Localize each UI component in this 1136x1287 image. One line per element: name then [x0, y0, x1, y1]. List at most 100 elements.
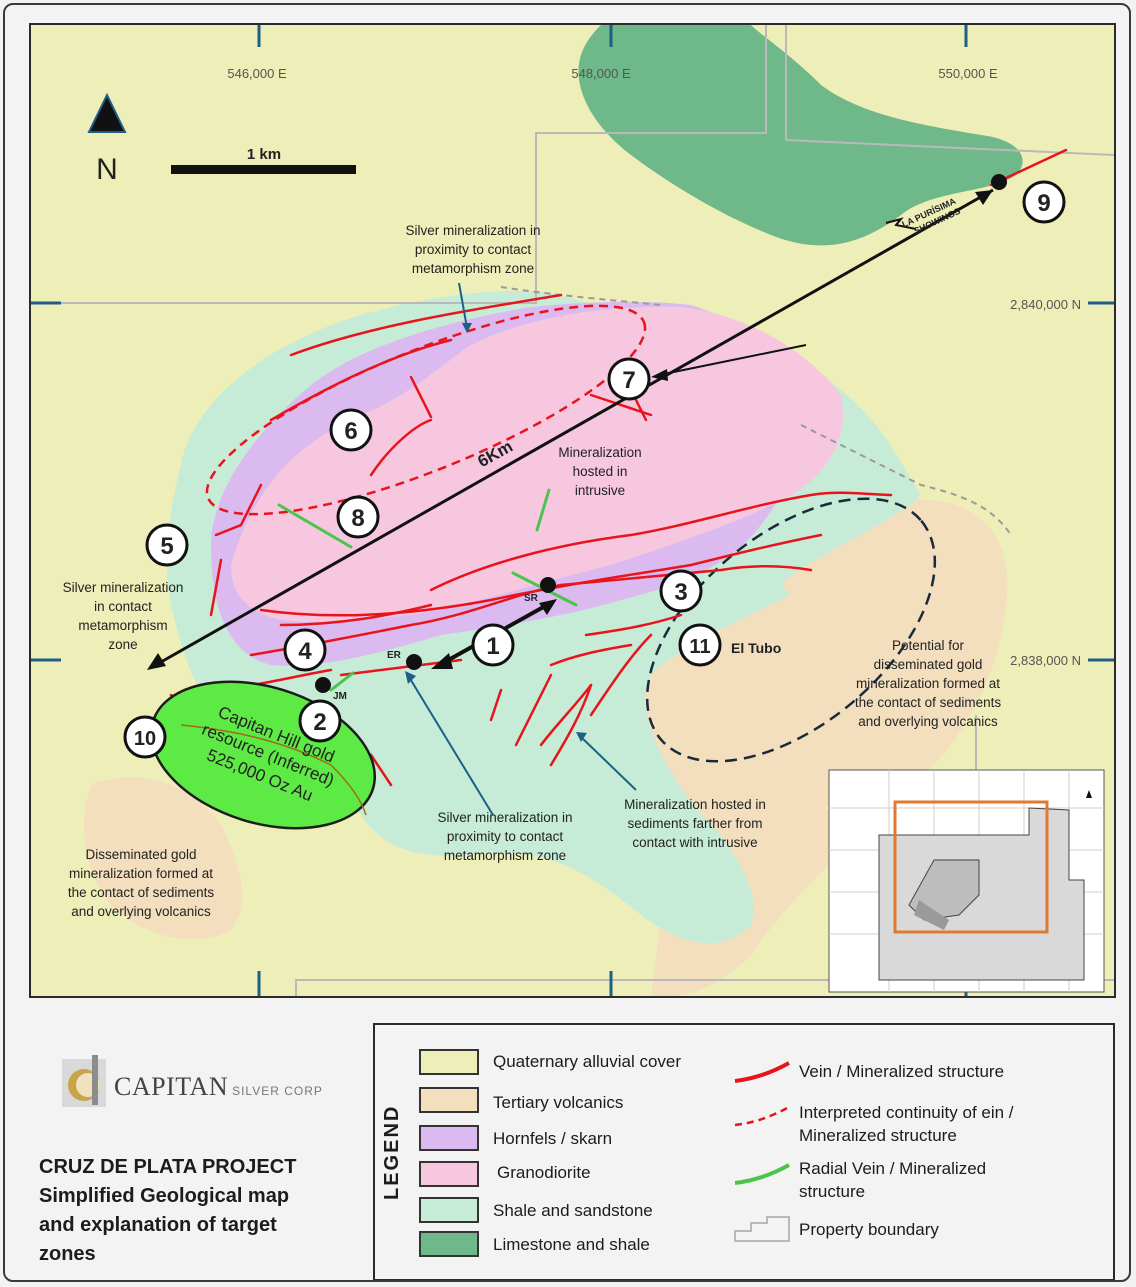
target-7-arrow	[651, 344, 807, 381]
annotation-intrusive: Mineralization hosted in intrusive	[558, 445, 641, 498]
location-inset-map	[828, 769, 1105, 993]
svg-text:intrusive: intrusive	[575, 483, 625, 498]
svg-text:7: 7	[622, 367, 635, 394]
target-10: 10	[123, 715, 167, 759]
svg-text:4: 4	[298, 638, 312, 665]
granodiorite-area	[231, 306, 843, 622]
svg-text:contact with intrusive: contact with intrusive	[632, 835, 757, 850]
showing-points	[315, 174, 1007, 693]
legend-interpreted-line-1: Interpreted continuity of ein /	[799, 1103, 1014, 1122]
scale-label: 1 km	[247, 146, 281, 163]
legend-radial-line-1: Radial Vein / Mineralized	[799, 1159, 987, 1178]
svg-text:proximity to contact: proximity to contact	[415, 242, 532, 257]
svg-text:disseminated gold: disseminated gold	[874, 657, 983, 672]
property-boundary-symbol-icon	[734, 1216, 790, 1242]
annotation-silver-bottom: Silver mineralization in proximity to co…	[437, 810, 572, 863]
target-8: 8	[336, 495, 380, 539]
target-1: 1	[471, 623, 515, 667]
svg-text:and overlying volcanics: and overlying volcanics	[71, 904, 211, 919]
target-3: 3	[659, 569, 703, 613]
northing-2840000: 2,840,000 N	[1010, 297, 1081, 312]
target-2: 2	[298, 699, 342, 743]
north-arrow-icon	[87, 92, 127, 133]
legend-granodiorite: Granodiorite	[497, 1163, 591, 1182]
target-5: 5	[145, 523, 189, 567]
annotation-disseminated: Disseminated gold mineralization formed …	[68, 847, 215, 919]
vein-symbol-icon	[734, 1061, 790, 1083]
limestone-shale-area	[578, 25, 1023, 246]
legend-limestone: Limestone and shale	[493, 1235, 650, 1254]
svg-text:Mineralization hosted in: Mineralization hosted in	[624, 797, 766, 812]
legend-hornfels: Hornfels / skarn	[493, 1129, 613, 1148]
legend-box: LEGEND Quaternary alluvial cover Tertiar…	[373, 1023, 1115, 1280]
sr-label: SR	[524, 593, 539, 604]
title-line-1: CRUZ DE PLATA PROJECT	[39, 1156, 297, 1178]
svg-text:5: 5	[160, 533, 173, 560]
svg-text:mineralization formed at: mineralization formed at	[69, 866, 213, 881]
er-label: ER	[387, 650, 402, 661]
svg-text:and overlying volcanics: and overlying volcanics	[858, 714, 998, 729]
target-7: 7	[607, 357, 651, 401]
northing-2838000: 2,838,000 N	[1010, 653, 1081, 668]
annotation-silver-top: Silver mineralization in proximity to co…	[405, 223, 540, 276]
interpreted-vein-symbol-icon	[734, 1105, 790, 1127]
distance-arrow-6km	[147, 188, 994, 670]
legend-radial-vein: Radial Vein / Mineralized structure	[799, 1157, 986, 1203]
easting-548000: 548,000 E	[571, 66, 631, 81]
svg-text:2: 2	[313, 709, 326, 736]
legend-title: LEGEND	[381, 1104, 403, 1200]
swatch-granodiorite	[419, 1161, 479, 1187]
legend-interpreted-vein: Interpreted continuity of ein / Mineraliz…	[799, 1101, 1014, 1147]
tertiary-volcanics-area-west	[83, 777, 242, 940]
svg-text:metamorphism: metamorphism	[78, 618, 167, 633]
svg-text:in contact: in contact	[94, 599, 152, 614]
logo-sub: SILVER CORP	[232, 1084, 323, 1098]
legend-interpreted-line-2: Mineralized structure	[799, 1126, 957, 1145]
svg-text:mineralization formed at: mineralization formed at	[856, 676, 1000, 691]
radial-vein-symbol-icon	[734, 1163, 790, 1185]
north-label: N	[96, 153, 118, 186]
swatch-volcanics	[419, 1087, 479, 1113]
swatch-alluvial	[419, 1049, 479, 1075]
svg-text:the contact of sediments: the contact of sediments	[855, 695, 1002, 710]
svg-text:1: 1	[486, 633, 499, 660]
svg-text:Mineralization: Mineralization	[558, 445, 641, 460]
jm-label: JM	[333, 691, 347, 702]
title-line-3: and explanation of target	[39, 1214, 277, 1236]
annotation-sediments: Mineralization hosted in sediments farth…	[624, 797, 766, 850]
target-4: 4	[283, 628, 327, 672]
el-tubo-potential-ellipse	[645, 497, 937, 763]
svg-text:Silver mineralization in: Silver mineralization in	[437, 810, 572, 825]
legend-alluvial: Quaternary alluvial cover	[493, 1052, 682, 1071]
svg-text:hosted in: hosted in	[573, 464, 628, 479]
svg-text:proximity to contact: proximity to contact	[447, 829, 564, 844]
svg-text:11: 11	[689, 636, 710, 658]
legend-radial-line-2: structure	[799, 1182, 866, 1201]
swatch-shale	[419, 1197, 479, 1223]
figure-title: CRUZ DE PLATA PROJECT Simplified Geologi…	[39, 1153, 359, 1269]
svg-text:9: 9	[1037, 190, 1050, 217]
legend-property-boundary: Property boundary	[799, 1220, 939, 1239]
title-line-4: zones	[39, 1243, 96, 1265]
target-markers: 1 2 3 4 5 6 7 8 9 10 11	[123, 180, 1066, 759]
svg-text:the contact of sediments: the contact of sediments	[68, 885, 215, 900]
svg-text:metamorphism zone: metamorphism zone	[412, 261, 534, 276]
figure-frame: N 1 km 546,000 E 548,000 E 550,000 E 2,8…	[3, 3, 1131, 1282]
annotation-silver-left: Silver mineralization in contact metamor…	[63, 580, 184, 652]
target-9: 9	[1022, 180, 1066, 224]
svg-text:metamorphism zone: metamorphism zone	[444, 848, 566, 863]
capitan-logo-icon	[62, 1055, 106, 1107]
svg-text:3: 3	[674, 579, 687, 606]
legend-volcanics: Tertiary volcanics	[493, 1093, 624, 1112]
svg-text:10: 10	[134, 728, 156, 750]
legend-shale: Shale and sandstone	[493, 1201, 653, 1220]
geological-map: N 1 km 546,000 E 548,000 E 550,000 E 2,8…	[29, 23, 1116, 998]
el-tubo-label: El Tubo	[731, 640, 781, 656]
annotation-potential: Potential for disseminated gold minerali…	[855, 638, 1002, 729]
svg-text:Potential for: Potential for	[892, 638, 965, 653]
swatch-limestone	[419, 1231, 479, 1257]
logo-name: CAPITAN	[114, 1072, 229, 1101]
svg-text:Silver mineralization in: Silver mineralization in	[405, 223, 540, 238]
